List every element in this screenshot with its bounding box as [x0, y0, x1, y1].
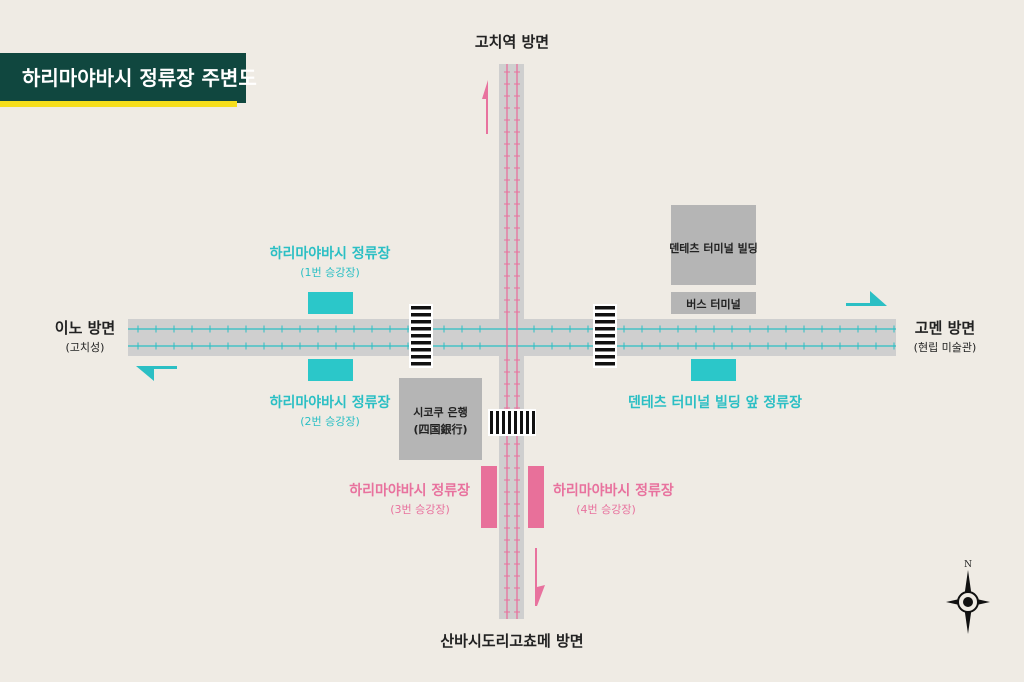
ew-track-ties	[137, 325, 895, 350]
north-arrow	[482, 80, 488, 134]
west-direction-sublabel: (고치성)	[65, 341, 105, 354]
west-arrow	[136, 366, 177, 381]
east-direction-label: 고멘 방면	[914, 319, 976, 337]
denteth-stop-label: 덴테츠 터미널 빌딩 앞 정류장	[627, 395, 803, 411]
terminal-building-label: 덴테츠 터미널 빌딩	[669, 242, 758, 255]
north-direction-label: 고치역 방면	[474, 33, 550, 51]
crosswalk-south	[488, 409, 536, 436]
crosswalk-west	[409, 304, 433, 368]
west-direction-label: 이노 방면	[54, 319, 116, 337]
south-direction-label: 산바시도리고쵸메 방면	[440, 632, 584, 650]
terminal-building	[671, 205, 756, 285]
platform-4	[528, 466, 544, 528]
compass-north-label: N	[964, 560, 972, 570]
stop-4-sublabel: (4번 승강장)	[576, 503, 636, 516]
stop-1-sublabel: (1번 승강장)	[300, 266, 360, 279]
compass-icon	[946, 570, 990, 634]
crosswalk-east	[593, 304, 617, 368]
shikoku-bank-building	[399, 378, 482, 460]
east-arrow	[846, 291, 887, 306]
platform-denteth	[691, 359, 736, 381]
bus-terminal-building	[671, 292, 756, 314]
title-accent-bar	[0, 101, 237, 107]
south-arrow	[535, 548, 545, 606]
stop-3-label: 하리마야바시 정류장	[349, 483, 470, 499]
platform-1	[308, 292, 353, 314]
east-direction-sublabel: (현립 미술관)	[913, 341, 977, 354]
shikoku-bank-sublabel: (四国銀行)	[413, 423, 468, 436]
shikoku-bank-label: 시코쿠 은행	[413, 406, 468, 419]
ns-track-ties	[504, 71, 520, 613]
bus-terminal-label: 버스 터미널	[686, 298, 741, 311]
stop-2-label: 하리마야바시 정류장	[269, 395, 391, 411]
stop-3-sublabel: (3번 승강장)	[390, 503, 450, 516]
stop-4-label: 하리마야바시 정류장	[553, 483, 674, 499]
north-south-road	[499, 64, 524, 619]
platform-3	[481, 466, 497, 528]
platform-2	[308, 359, 353, 381]
map-title: 하리마야바시 정류장 주변도	[0, 53, 257, 103]
stop-1-label: 하리마야바시 정류장	[269, 246, 391, 262]
stop-2-sublabel: (2번 승강장)	[300, 415, 360, 428]
